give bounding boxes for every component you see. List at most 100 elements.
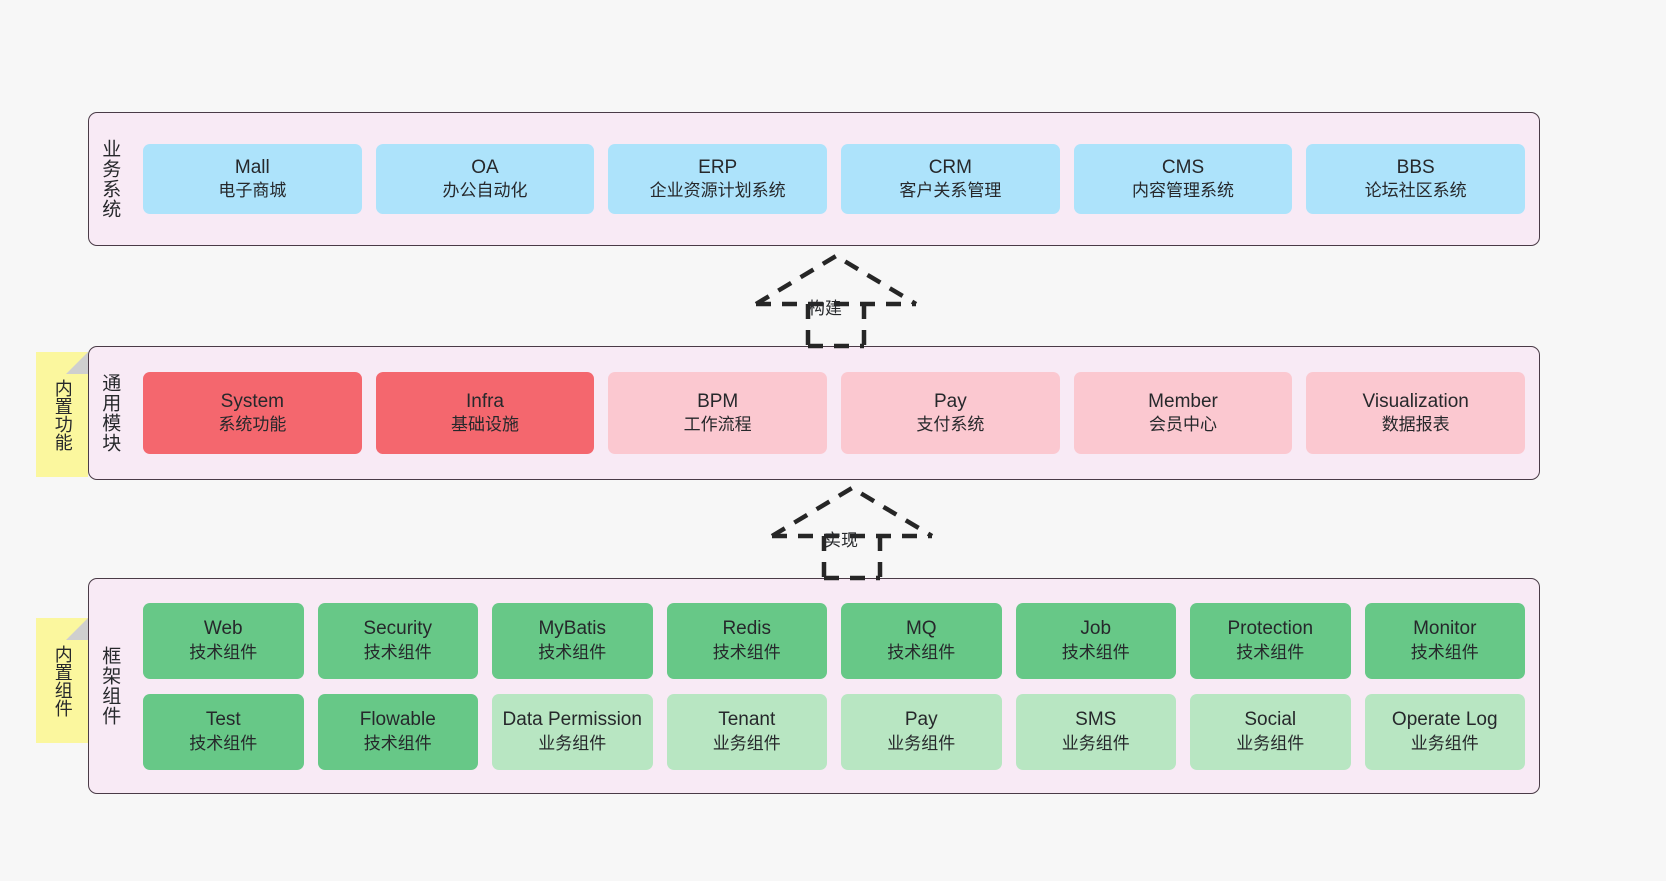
node-monitor[interactable]: Monitor 技术组件 (1364, 602, 1525, 679)
node-subtitle: 系统功能 (218, 415, 287, 435)
layer-body-business: Mall 电子商城 OA 办公自动化 ERP 企业资源计划系统 CRM 客户关系… (129, 113, 1539, 245)
arrow-build: 构建 (746, 252, 926, 349)
node-sms[interactable]: SMS 业务组件 (1015, 693, 1176, 770)
node-operate-log[interactable]: Operate Log 业务组件 (1364, 693, 1525, 770)
node-mall[interactable]: Mall 电子商城 (143, 144, 362, 214)
node-pay-module[interactable]: Pay 支付系统 (841, 372, 1060, 454)
node-row: Test 技术组件 Flowable 技术组件 Data Permission … (143, 693, 1525, 770)
layer-label-text: 业务系统 (99, 139, 121, 219)
node-subtitle: 客户关系管理 (899, 181, 1002, 201)
node-security[interactable]: Security 技术组件 (317, 602, 478, 679)
node-subtitle: 工作流程 (683, 415, 752, 435)
node-subtitle: 业务组件 (887, 733, 956, 753)
node-title: Pay (933, 390, 967, 412)
node-visualization[interactable]: Visualization 数据报表 (1306, 372, 1526, 454)
node-oa[interactable]: OA 办公自动化 (375, 144, 595, 214)
node-subtitle: 技术组件 (887, 642, 956, 662)
note-label: 内置功能 (52, 378, 73, 451)
node-subtitle: 办公自动化 (442, 181, 528, 201)
node-title: MyBatis (538, 618, 607, 640)
node-subtitle: 技术组件 (189, 642, 258, 662)
layer-framework-component: 框架组件 Web 技术组件 Security 技术组件 MyBatis 技术组件… (88, 578, 1540, 794)
node-mybatis[interactable]: MyBatis 技术组件 (492, 602, 653, 679)
node-subtitle: 支付系统 (916, 415, 985, 435)
node-subtitle: 内容管理系统 (1132, 181, 1235, 201)
node-crm[interactable]: CRM 客户关系管理 (841, 144, 1060, 214)
layer-title-common: 通用模块 (89, 347, 129, 479)
node-bbs[interactable]: BBS 论坛社区系统 (1306, 144, 1526, 214)
node-subtitle: 电子商城 (218, 181, 287, 201)
note-builtin-component: 内置组件 (36, 618, 88, 743)
node-title: BBS (1396, 156, 1435, 178)
node-row: Web 技术组件 Security 技术组件 MyBatis 技术组件 Redi… (143, 602, 1525, 679)
node-subtitle: 业务组件 (712, 733, 781, 753)
node-pay-component[interactable]: Pay 业务组件 (841, 693, 1002, 770)
node-title: Protection (1227, 618, 1314, 640)
layer-title-frame: 框架组件 (89, 579, 129, 793)
node-title: Data Permission (502, 709, 642, 731)
node-redis[interactable]: Redis 技术组件 (666, 602, 827, 679)
node-test[interactable]: Test 技术组件 (143, 693, 304, 770)
node-bpm[interactable]: BPM 工作流程 (608, 372, 828, 454)
node-subtitle: 业务组件 (1410, 733, 1479, 753)
layer-body-common: System 系统功能 Infra 基础设施 BPM 工作流程 Pay 支付系统… (129, 347, 1539, 479)
node-subtitle: 技术组件 (363, 733, 432, 753)
node-title: CMS (1161, 156, 1205, 178)
node-title: Test (205, 709, 241, 731)
layer-common-module: 通用模块 System 系统功能 Infra 基础设施 BPM 工作流程 Pay (88, 346, 1540, 480)
node-subtitle: 数据报表 (1381, 415, 1450, 435)
node-mq[interactable]: MQ 技术组件 (841, 602, 1002, 679)
node-title: Pay (904, 709, 938, 731)
node-title: Social (1244, 709, 1297, 731)
node-subtitle: 技术组件 (189, 733, 258, 753)
node-subtitle: 技术组件 (712, 642, 781, 662)
node-title: Operate Log (1391, 709, 1498, 731)
arrow-implement: 实现 (762, 484, 942, 581)
node-cms[interactable]: CMS 内容管理系统 (1073, 144, 1293, 214)
node-tenant[interactable]: Tenant 业务组件 (666, 693, 827, 770)
uml-dashed-arrow-icon (770, 485, 934, 581)
node-member[interactable]: Member 会员中心 (1073, 372, 1293, 454)
node-subtitle: 业务组件 (1061, 733, 1130, 753)
node-subtitle: 业务组件 (1236, 733, 1305, 753)
node-title: System (220, 390, 285, 412)
node-protection[interactable]: Protection 技术组件 (1190, 602, 1351, 679)
node-title: Member (1148, 390, 1218, 412)
node-title: Flowable (359, 709, 436, 731)
layer-business-system: 业务系统 Mall 电子商城 OA 办公自动化 ERP 企业资源计划系统 CRM (88, 112, 1540, 246)
node-social[interactable]: Social 业务组件 (1190, 693, 1351, 770)
node-title: Job (1080, 618, 1112, 640)
node-web[interactable]: Web 技术组件 (143, 602, 304, 679)
node-flowable[interactable]: Flowable 技术组件 (317, 693, 478, 770)
node-title: Monitor (1413, 618, 1477, 640)
layer-title-business: 业务系统 (89, 113, 129, 245)
node-subtitle: 技术组件 (538, 642, 607, 662)
node-title: ERP (698, 156, 738, 178)
uml-dashed-arrow-icon (754, 253, 918, 349)
layer-body-frame: Web 技术组件 Security 技术组件 MyBatis 技术组件 Redi… (129, 579, 1539, 793)
node-title: Tenant (718, 709, 776, 731)
node-data-permission[interactable]: Data Permission 业务组件 (492, 693, 653, 770)
note-builtin-function: 内置功能 (36, 352, 88, 477)
node-title: Visualization (1362, 390, 1469, 412)
node-infra[interactable]: Infra 基础设施 (375, 372, 595, 454)
node-title: SMS (1075, 709, 1117, 731)
node-subtitle: 技术组件 (363, 642, 432, 662)
node-job[interactable]: Job 技术组件 (1015, 602, 1176, 679)
node-title: Web (203, 618, 243, 640)
node-title: Security (363, 618, 433, 640)
node-title: Redis (722, 618, 772, 640)
node-system[interactable]: System 系统功能 (143, 372, 362, 454)
node-subtitle: 企业资源计划系统 (649, 181, 786, 201)
layer-label-text: 通用模块 (99, 373, 121, 453)
node-row: Mall 电子商城 OA 办公自动化 ERP 企业资源计划系统 CRM 客户关系… (143, 144, 1526, 214)
node-title: CRM (928, 156, 972, 178)
note-label: 内置组件 (52, 644, 73, 717)
node-subtitle: 技术组件 (1410, 642, 1479, 662)
node-subtitle: 业务组件 (538, 733, 607, 753)
node-title: BPM (697, 390, 739, 412)
node-erp[interactable]: ERP 企业资源计划系统 (608, 144, 828, 214)
node-title: Mall (234, 156, 270, 178)
node-row: System 系统功能 Infra 基础设施 BPM 工作流程 Pay 支付系统… (143, 372, 1526, 454)
